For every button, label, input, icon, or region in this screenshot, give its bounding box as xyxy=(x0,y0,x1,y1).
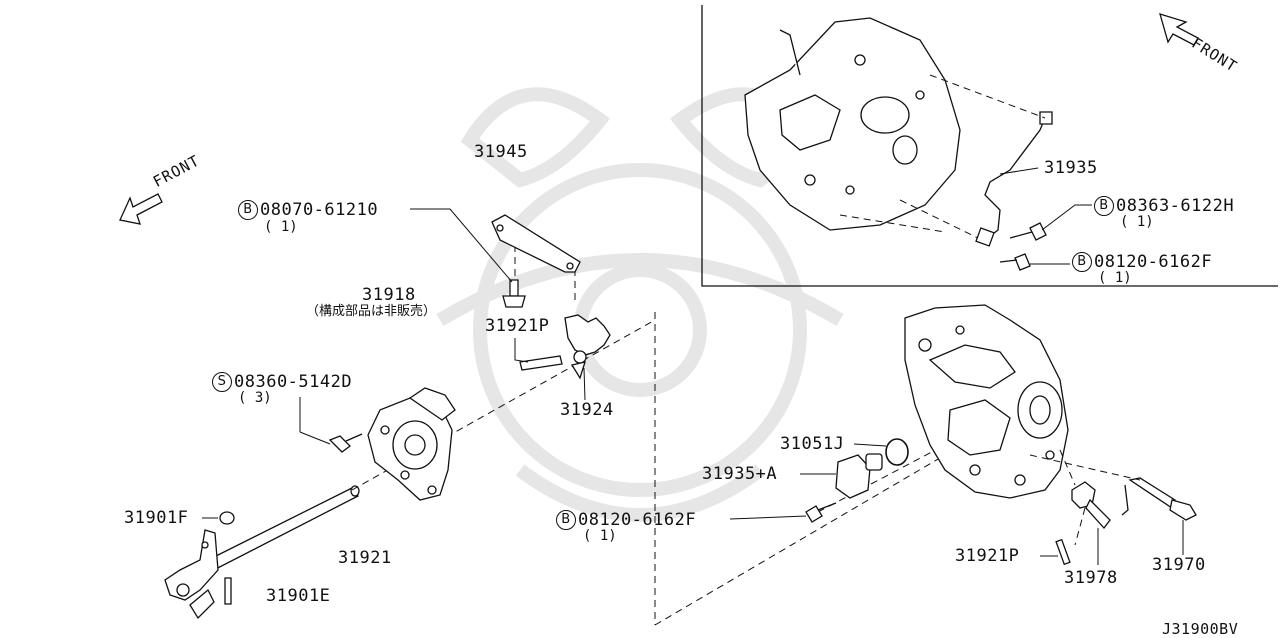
bolt-symbol: B xyxy=(1094,196,1114,216)
transmission-case xyxy=(905,305,1068,498)
inset-sensor-harness xyxy=(976,112,1052,246)
bolt-symbol: B xyxy=(1072,252,1092,272)
label-31921p-top: 31921P xyxy=(485,316,550,336)
inset-bolt-08120 xyxy=(1000,254,1030,270)
part-number: 08120-6162F xyxy=(1094,252,1213,272)
qty-08120-inset: ( 1) xyxy=(1098,270,1132,286)
part-number: 08360-5142D xyxy=(234,372,353,392)
o-ring xyxy=(886,439,908,465)
shift-lever xyxy=(165,530,218,618)
front-arrow-left xyxy=(120,194,162,224)
bracket-31945 xyxy=(492,215,580,272)
bushing-31901f xyxy=(220,512,234,524)
screw-symbol: S xyxy=(212,372,232,392)
bolt-08120-center xyxy=(806,503,836,522)
qty-08363: ( 1) xyxy=(1120,214,1154,230)
pin-31921p-bottom xyxy=(1056,540,1070,565)
dashed-guides-inset xyxy=(840,75,1045,238)
label-31918: 31918 xyxy=(362,285,416,305)
label-31921: 31921 xyxy=(338,548,392,568)
label-31901f: 31901F xyxy=(124,508,189,528)
bolt-symbol: B xyxy=(556,510,576,530)
bolt-symbol: B xyxy=(238,200,258,220)
inset-frame xyxy=(702,5,1278,286)
pin-31921p-top xyxy=(520,356,562,370)
label-31924: 31924 xyxy=(560,400,614,420)
screw-08360 xyxy=(330,434,362,452)
part-number: 08070-61210 xyxy=(260,200,379,220)
shift-rod xyxy=(198,486,359,575)
pin-31901e xyxy=(225,578,231,604)
part-number: 08120-6162F xyxy=(578,510,697,530)
speed-sensor xyxy=(836,454,882,498)
inset-bolt-08363 xyxy=(1010,223,1046,240)
qty-08360: ( 3) xyxy=(238,390,272,406)
label-31945: 31945 xyxy=(474,142,528,162)
part-number: 08363-6122H xyxy=(1116,196,1235,216)
label-31935: 31935 xyxy=(1044,158,1098,178)
cable-bracket xyxy=(1072,482,1110,528)
label-31970: 31970 xyxy=(1152,555,1206,575)
bolt-08070 xyxy=(503,280,525,307)
label-31921p-bottom: 31921P xyxy=(955,546,1020,566)
inset-transmission xyxy=(745,18,960,230)
detent-plate xyxy=(565,315,610,378)
position-switch xyxy=(368,388,455,500)
label-31051j: 31051J xyxy=(780,434,845,454)
label-31978: 31978 xyxy=(1064,568,1118,588)
dashed-guides-left xyxy=(352,245,945,625)
diagram-code: J31900BV xyxy=(1162,620,1239,638)
front-arrow-inset xyxy=(1160,14,1198,45)
label-31935a: 31935+A xyxy=(702,464,778,484)
label-31918-note: （構成部品は非販売） xyxy=(306,304,437,319)
qty-08120-center: ( 1) xyxy=(583,528,617,544)
dashed-guides-right xyxy=(1030,450,1140,545)
label-31901e: 31901E xyxy=(266,586,331,606)
shift-cable xyxy=(1122,478,1196,520)
qty-08070: ( 1) xyxy=(264,219,298,235)
